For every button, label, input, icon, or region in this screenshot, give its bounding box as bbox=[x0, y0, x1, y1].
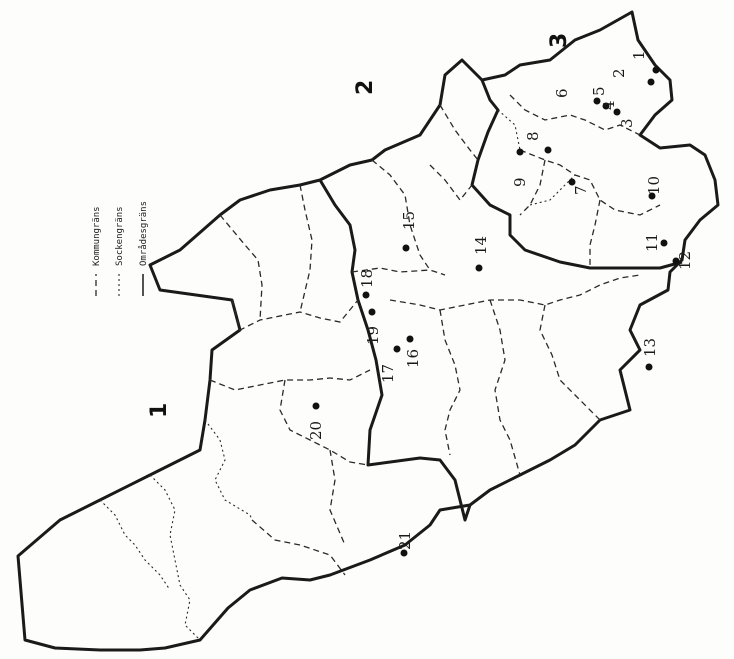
site-dot-2 bbox=[647, 78, 655, 86]
area-boundary-1-2 bbox=[318, 179, 472, 522]
site-dot-1 bbox=[652, 66, 660, 74]
site-dot-17 bbox=[393, 345, 401, 353]
site-label-7: 7 bbox=[572, 185, 590, 195]
area-label-1: 1 bbox=[147, 403, 172, 418]
site-label-5: 5 bbox=[590, 86, 608, 96]
site-label-1: 1 bbox=[630, 50, 648, 60]
socken-boundaries bbox=[99, 109, 576, 641]
site-dot-16 bbox=[406, 335, 414, 343]
area-boundary-3 bbox=[470, 79, 683, 270]
site-label-12: 12 bbox=[676, 251, 694, 270]
site-dot-7 bbox=[568, 178, 576, 186]
site-label-14: 14 bbox=[472, 236, 490, 255]
site-dot-21 bbox=[400, 549, 408, 557]
site-label-21: 21 bbox=[396, 531, 414, 550]
site-markers: 1 2 3 4 5 6 7 8 9 10 11 12 13 14 15 16 1… bbox=[307, 50, 694, 557]
site-label-19: 19 bbox=[364, 326, 382, 345]
site-label-8: 8 bbox=[524, 131, 542, 141]
site-dot-3 bbox=[613, 108, 621, 116]
site-label-4: 4 bbox=[600, 100, 618, 110]
site-label-6: 6 bbox=[553, 88, 571, 98]
area-label-3: 3 bbox=[547, 33, 572, 48]
site-dot-5 bbox=[593, 97, 601, 105]
site-dot-9 bbox=[516, 148, 524, 156]
legend-omradesgrans-label: Områdesgräns bbox=[138, 201, 149, 266]
site-dot-18 bbox=[362, 291, 370, 299]
kommun-boundaries bbox=[209, 94, 661, 576]
site-label-20: 20 bbox=[307, 421, 325, 440]
site-label-3: 3 bbox=[618, 118, 636, 128]
map-legend: Kommungräns Sockengräns Områdesgräns bbox=[92, 201, 149, 296]
site-label-16: 16 bbox=[404, 349, 422, 368]
site-dot-15 bbox=[402, 244, 410, 252]
site-dot-12 bbox=[672, 257, 680, 265]
site-dot-20 bbox=[312, 402, 320, 410]
site-label-17: 17 bbox=[379, 364, 397, 383]
legend-sockengrans-label: Sockengräns bbox=[115, 206, 125, 266]
site-label-10: 10 bbox=[645, 176, 663, 195]
site-dot-8 bbox=[544, 146, 552, 154]
site-dot-4 bbox=[602, 102, 610, 110]
legend-kommungrans-label: Kommungräns bbox=[92, 206, 102, 266]
area-label-2: 2 bbox=[353, 80, 378, 95]
site-dot-11 bbox=[660, 239, 668, 247]
site-label-11: 11 bbox=[643, 233, 661, 252]
site-label-13: 13 bbox=[641, 338, 659, 357]
site-dot-13 bbox=[645, 363, 653, 371]
site-dot-14 bbox=[475, 264, 483, 272]
site-dot-19 bbox=[368, 308, 376, 316]
site-label-9: 9 bbox=[511, 177, 529, 187]
site-label-2: 2 bbox=[610, 68, 628, 78]
site-dot-10 bbox=[648, 192, 656, 200]
site-label-15: 15 bbox=[400, 211, 418, 230]
site-label-18: 18 bbox=[358, 269, 376, 288]
